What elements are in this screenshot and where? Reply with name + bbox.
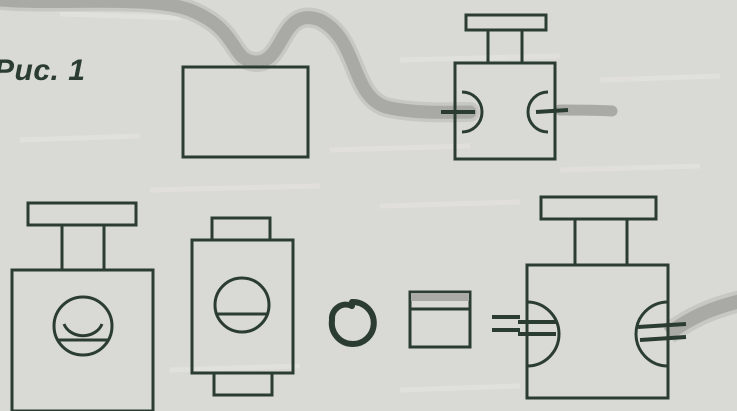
side-body <box>190 238 295 375</box>
large-body <box>525 263 670 400</box>
assembled-cord-lock-top <box>441 13 569 161</box>
assembled-cord-lock-large <box>518 195 687 400</box>
front-body <box>10 268 155 411</box>
side-round-hole <box>213 276 271 334</box>
side-top-tab <box>210 216 272 242</box>
lock-front-view <box>10 201 155 411</box>
right-cord-entry <box>535 108 569 114</box>
front-hole-inner-arc <box>62 323 104 338</box>
button-cap <box>464 13 548 32</box>
paper-texture <box>19 11 721 393</box>
large-right-entry-a <box>637 322 687 329</box>
equals-sign <box>492 315 520 332</box>
cord-bottom-right <box>661 290 737 343</box>
front-button-cap <box>26 201 138 227</box>
side-bottom-tab <box>212 371 274 397</box>
insert-block <box>408 290 472 349</box>
large-right-entry-b <box>639 335 687 342</box>
plain-block <box>181 65 310 159</box>
large-right-half-hole <box>634 300 669 368</box>
large-button-cap <box>539 195 658 221</box>
front-round-hole <box>52 295 114 357</box>
lock-side-view <box>190 216 295 397</box>
spring-coil <box>328 298 377 347</box>
left-half-hole <box>461 90 484 134</box>
figure-caption: Рис. 1 <box>0 54 86 87</box>
large-left-half-hole <box>526 300 561 368</box>
right-half-hole <box>526 90 549 134</box>
